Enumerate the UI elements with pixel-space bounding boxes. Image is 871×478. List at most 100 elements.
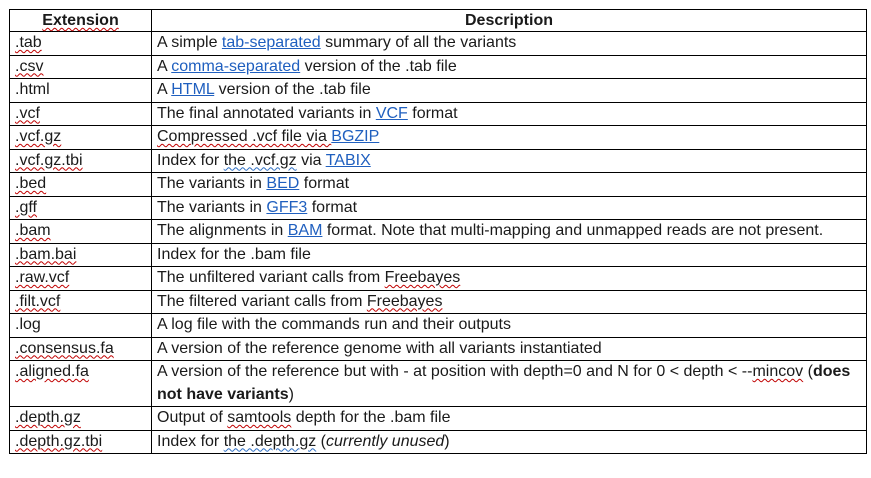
extension-text: .depth.gz [15, 409, 81, 426]
extension-text: .vcf.gz.tbi [15, 151, 83, 169]
extension-cell: .raw.vcf [9, 266, 152, 291]
extension-cell: .aligned.fa [9, 360, 152, 407]
description-cell: The filtered variant calls from Freebaye… [151, 289, 867, 314]
description-link[interactable]: tab-separated [221, 34, 321, 51]
extension-text: .csv [15, 57, 44, 75]
description-text: Output of [157, 409, 228, 426]
extension-text: .log [15, 316, 41, 333]
description-text: Freebayes [384, 269, 461, 286]
description-link[interactable]: GFF3 [266, 198, 308, 216]
description-text: A [157, 57, 172, 75]
description-text: A version of the reference genome with a… [157, 339, 602, 357]
extension-text: .filt.vcf [15, 292, 61, 310]
extension-text: .tab [15, 34, 42, 51]
description-link[interactable]: TABIX [325, 151, 371, 169]
table-row: .filt.vcf The filtered variant calls from… [9, 289, 867, 314]
description-text: The variants in [157, 175, 267, 192]
table-row: .gff The variants in GFF3 format [9, 195, 867, 220]
description-link[interactable]: comma-separated [171, 57, 301, 75]
description-text: ) [288, 385, 294, 403]
description-link[interactable]: VCF [375, 104, 408, 122]
table-row: .vcf.gz Compressed .vcf file via BGZIP [9, 125, 867, 150]
description-text: format. Note that multi-mapping and unma… [322, 222, 824, 239]
extension-cell: .bam [9, 219, 152, 244]
description-link[interactable]: HTML [171, 81, 215, 98]
description-link[interactable]: BED [266, 175, 300, 192]
description-text: A version of the reference but with - at… [157, 363, 753, 380]
description-text: ( [316, 432, 326, 450]
description-text: ( [803, 363, 813, 380]
description-text: format [299, 175, 350, 192]
description-cell: Index for the .depth.gz (currently unuse… [151, 429, 867, 454]
extension-text: .aligned.fa [15, 363, 89, 380]
description-text: Freebayes [366, 292, 443, 310]
table-row: .depth.gz.tbi Index for the .depth.gz (cu… [9, 429, 867, 454]
table-row: .csv A comma-separated version of the .ta… [9, 54, 867, 79]
extension-cell: .gff [9, 195, 152, 220]
extension-cell: .vcf.gz [9, 125, 152, 150]
extension-cell: .bed [9, 172, 152, 197]
extension-text: .gff [15, 198, 37, 216]
extension-cell: .depth.gz [9, 406, 152, 431]
description-link[interactable]: BGZIP [331, 128, 380, 145]
description-text: format [307, 198, 358, 216]
description-text: Compressed .vcf file via [157, 128, 332, 145]
description-text: A [157, 81, 172, 98]
extension-cell: .csv [9, 54, 152, 79]
extension-text: .consensus.fa [15, 339, 114, 357]
description-text: The final annotated variants in [157, 104, 376, 122]
extension-cell: .html [9, 78, 152, 103]
extension-text: .depth.gz.tbi [15, 432, 103, 450]
description-cell: A simple tab-separated summary of all th… [151, 31, 867, 56]
table-row: .depth.gz Output of samtools depth for th… [9, 406, 867, 431]
extensions-table: Extension Description .tab A simple tab-s… [9, 9, 867, 454]
table-row: .bam.bai Index for the .bam file [9, 242, 867, 267]
description-cell: Index for the .vcf.gz via TABIX [151, 148, 867, 173]
table-row: .log A log file with the commands run and… [9, 313, 867, 338]
extension-text: .html [15, 81, 50, 98]
description-link[interactable]: BAM [287, 222, 323, 239]
table-row: .vcf.gz.tbi Index for the .vcf.gz via TAB… [9, 148, 867, 173]
extension-cell: .filt.vcf [9, 289, 152, 314]
description-cell: Output of samtools depth for the .bam fi… [151, 406, 867, 431]
description-cell: The unfiltered variant calls from Freeba… [151, 266, 867, 291]
description-text: version of the .tab file [214, 81, 371, 98]
description-text: ) [444, 432, 450, 450]
extension-cell: .vcf.gz.tbi [9, 148, 152, 173]
description-cell: The variants in GFF3 format [151, 195, 867, 220]
extension-cell: .tab [9, 31, 152, 56]
header-row: Extension Description [9, 9, 867, 32]
description-cell: The alignments in BAM format. Note that … [151, 219, 867, 244]
extension-text: .bam.bai [15, 245, 77, 263]
description-text: version of the .tab file [300, 57, 457, 75]
extensions-table-container: Extension Description .tab A simple tab-s… [9, 9, 867, 454]
description-text: A simple [157, 34, 222, 51]
table-row: .aligned.fa A version of the reference bu… [9, 360, 867, 407]
description-cell: A log file with the commands run and the… [151, 313, 867, 338]
description-text: the .vcf.gz [223, 151, 297, 169]
description-text: currently unused [326, 432, 445, 450]
extension-cell: .log [9, 313, 152, 338]
extension-cell: .bam.bai [9, 242, 152, 267]
description-text: summary of all the variants [320, 34, 517, 51]
table-row: .consensus.fa A version of the reference … [9, 336, 867, 361]
description-text: samtools [227, 409, 292, 426]
description-cell: Compressed .vcf file via BGZIP [151, 125, 867, 150]
description-text: the .depth.gz [223, 432, 317, 450]
description-text: depth for the .bam file [291, 409, 451, 426]
table-row: .tab A simple tab-separated summary of al… [9, 31, 867, 56]
table-body: .tab A simple tab-separated summary of al… [9, 31, 867, 454]
description-text: Index for [157, 432, 224, 450]
extension-text: .vcf [15, 104, 40, 122]
description-text: A log file with the commands run and the… [157, 316, 511, 333]
description-cell: A version of the reference but with - at… [151, 360, 867, 407]
description-text: format [407, 104, 458, 122]
description-cell: The variants in BED format [151, 172, 867, 197]
table-row: .html A HTML version of the .tab file [9, 78, 867, 103]
description-text: The alignments in [157, 222, 288, 239]
extension-text: .vcf.gz [15, 128, 62, 145]
description-text: Index for the .bam file [157, 245, 311, 263]
